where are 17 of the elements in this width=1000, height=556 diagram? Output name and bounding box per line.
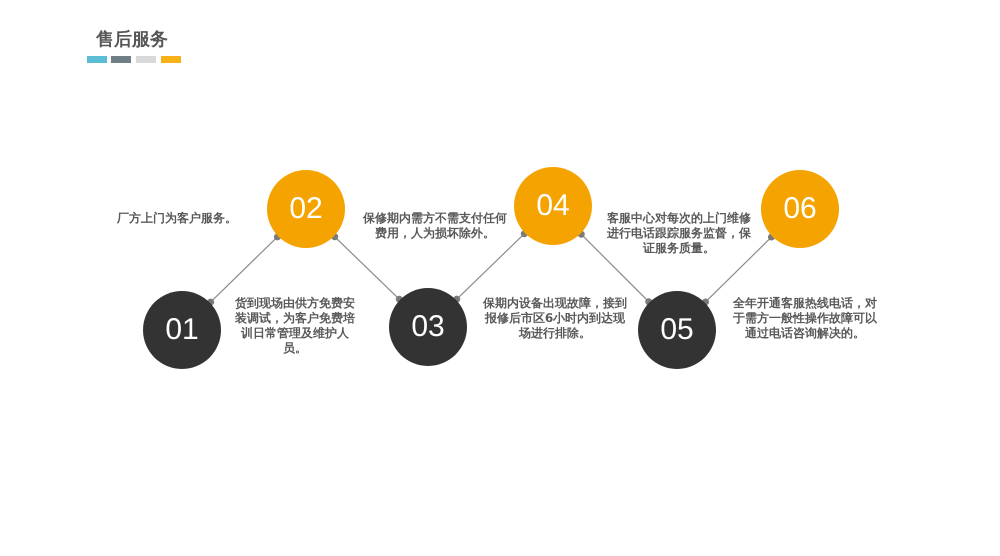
number-circle: 04: [514, 167, 592, 245]
description-text: 客服中心对每次的上门维修进行电话跟踪服务监督，保证服务质量。: [606, 211, 752, 256]
description-text: 厂方上门为客户服务。: [116, 211, 238, 226]
connector-line: [453, 230, 528, 303]
connector-line: [702, 234, 775, 306]
description-text: 保修期内需方不需支付任何费用，人为损坏除外。: [362, 211, 508, 241]
description-text: 保期内设备出现故障，接到报修后市区6小时内到达现场进行排除。: [482, 296, 628, 341]
number-circle: 03: [389, 288, 467, 366]
description-text: 货到现场由供方免费安装调试，为客户免费培训日常管理及维护人员。: [234, 296, 356, 356]
number-circle: 05: [638, 291, 716, 369]
connector-line: [331, 233, 403, 303]
connector-line: [578, 230, 652, 306]
number-circle: 01: [143, 291, 221, 369]
description-text: 全年开通客服热线电话，对于需方一般性操作故障可以通过电话咨询解决的。: [732, 296, 878, 341]
number-circle: 06: [761, 170, 839, 248]
title: 售后服务: [96, 28, 168, 51]
number-circle: 02: [267, 170, 345, 248]
